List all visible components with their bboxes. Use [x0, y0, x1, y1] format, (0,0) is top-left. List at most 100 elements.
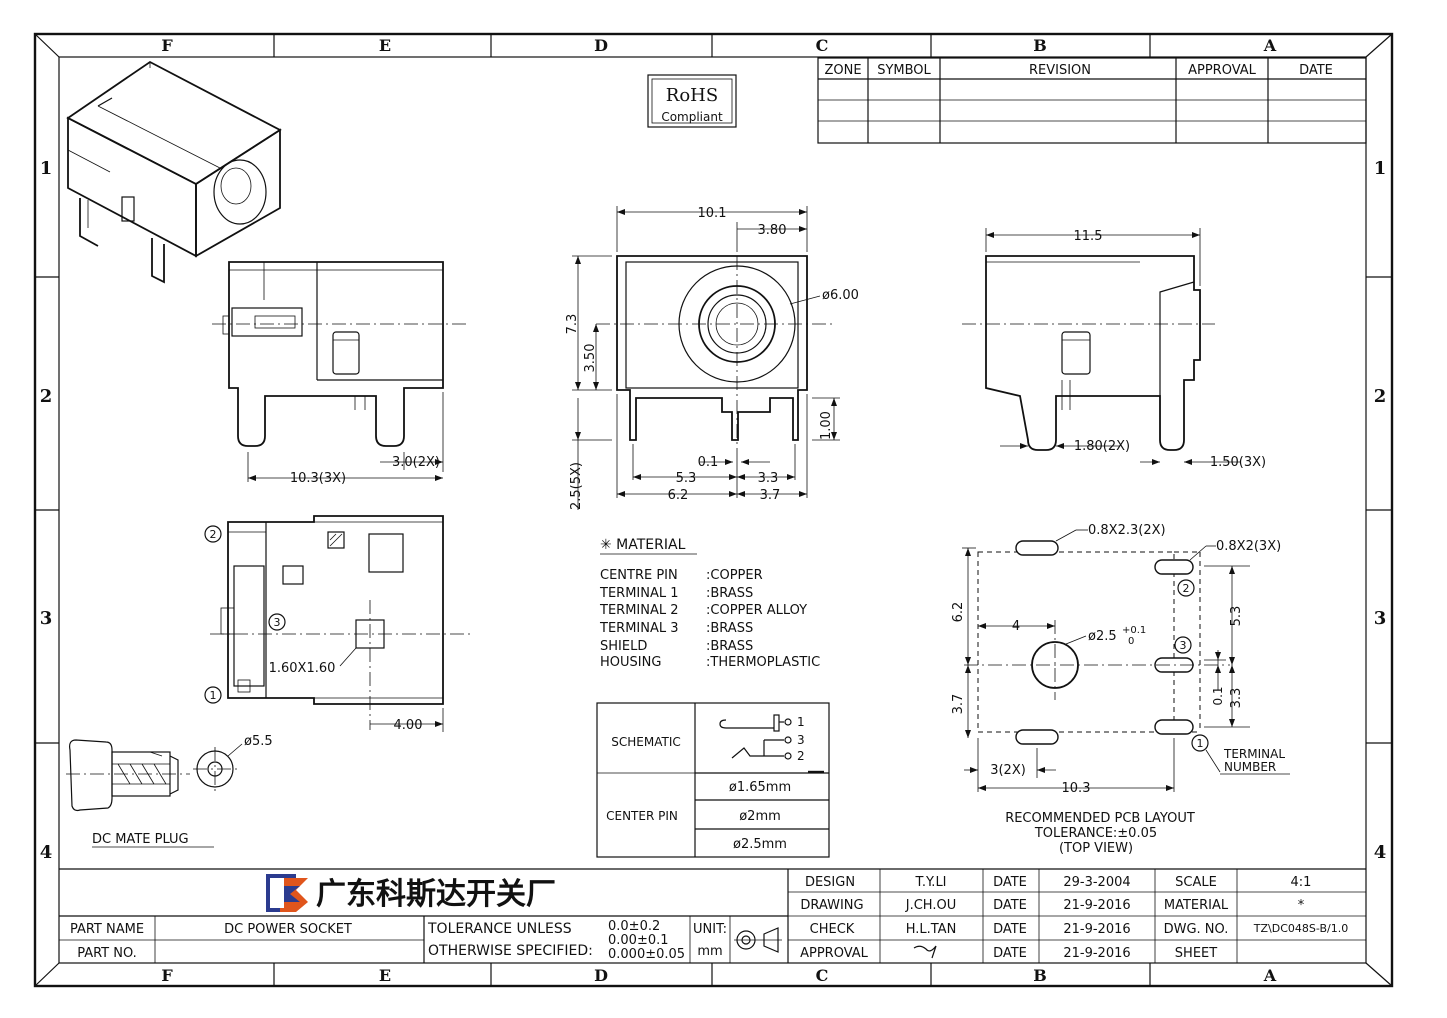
pcb-dim-hole-tol-lower: 0: [1128, 636, 1134, 647]
center-pin-option-3: ø2.5mm: [733, 837, 787, 852]
dim-1-60x1-60: 1.60X1.60: [269, 661, 336, 676]
col-label-bottom-e: E: [379, 966, 391, 985]
dim-1-80-2x: 1.80(2X): [1074, 439, 1130, 454]
title-block: 广东科斯达开关厂 PART NAME DC POWER SOCKET PART …: [59, 868, 1366, 963]
col-label-bottom-d: D: [594, 966, 608, 985]
unit-value: mm: [697, 944, 722, 959]
tolerance-value-2: 0.00±0.1: [608, 933, 669, 948]
col-label-top-c: C: [816, 36, 829, 55]
role-drawing-label: DRAWING: [800, 898, 863, 913]
mate-plug-label: DC MATE PLUG: [92, 832, 189, 847]
company-logo: [266, 874, 308, 912]
center-pin-label: CENTER PIN: [606, 809, 678, 823]
pcb-caption-line-3: (TOP VIEW): [1059, 841, 1133, 856]
role-check-name: H.L.TAN: [906, 922, 957, 937]
pcb-dim-4: 4: [1012, 619, 1020, 634]
dim-10-1: 10.1: [698, 206, 727, 221]
side-view-right: 11.5 1.80(2X) 1.50(3X): [962, 228, 1266, 470]
rev-header-revision: REVISION: [1029, 63, 1091, 78]
schematic-label: SCHEMATIC: [611, 735, 680, 749]
border-row-labels: 1 2 3 4 1 2 3 4: [40, 158, 1387, 863]
material-part-4: TERMINAL 3: [599, 621, 679, 636]
bottom-view: 2 3 1 1.60X1.60 4.00: [204, 515, 470, 733]
role-check-date: 21-9-2016: [1063, 922, 1130, 937]
row-label-right-2: 2: [1374, 386, 1387, 407]
pcb-dim-3-7: 3.7: [951, 694, 966, 715]
isometric-view: [66, 60, 282, 284]
dwg-no-value: TZ\DC048S-B/1.0: [1253, 922, 1348, 935]
material-value-4: :BRASS: [706, 621, 753, 636]
col-label-top-d: D: [594, 36, 608, 55]
row-label-left-1: 1: [40, 158, 53, 179]
revision-table: ZONE SYMBOL REVISION APPROVAL DATE: [817, 57, 1367, 144]
col-label-bottom-f: F: [161, 966, 173, 985]
company-name: 广东科斯达开关厂: [316, 877, 556, 912]
role-design-date-label: DATE: [993, 875, 1027, 890]
side-view-left: 10.3(3X) 3.0(2X): [212, 261, 470, 486]
role-design-label: DESIGN: [805, 875, 855, 890]
pcb-dim-0-1: 0.1: [1211, 686, 1225, 705]
material-part-5: SHIELD: [600, 639, 647, 654]
dim-5-3: 5.3: [676, 471, 697, 486]
sheet-border: [33, 32, 1394, 988]
dim-10-3-3x: 10.3(3X): [290, 471, 346, 486]
pcb-dim-6-2: 6.2: [951, 602, 966, 623]
row-label-right-1: 1: [1374, 158, 1387, 179]
dim-3-0-2x: 3.0(2X): [392, 455, 440, 470]
dim-1-50-3x: 1.50(3X): [1210, 455, 1266, 470]
material-value-5: :BRASS: [706, 639, 753, 654]
rohs-mark: RoHS Compliant: [647, 74, 737, 128]
dim-dia-6-00: ø6.00: [822, 288, 859, 303]
dim-0-1: 0.1: [698, 455, 719, 470]
projection-symbol-icon: [734, 927, 782, 953]
material-part-2: TERMINAL 1: [599, 586, 679, 601]
role-design-date: 29-3-2004: [1063, 875, 1130, 890]
marker-2-bottom-view: 2: [210, 528, 217, 541]
rev-header-symbol: SYMBOL: [877, 63, 931, 78]
row-label-left-2: 2: [40, 386, 53, 407]
front-view: 10.1 3.80 ø6.00 7.3 3.50 1.00 0: [565, 206, 859, 510]
rev-header-zone: ZONE: [824, 63, 861, 78]
col-label-top-e: E: [379, 36, 391, 55]
role-approval-date-label: DATE: [993, 946, 1027, 961]
pcb-dim-slot-side: 0.8X2(3X): [1216, 539, 1281, 554]
pcb-caption-line-1: RECOMMENDED PCB LAYOUT: [1005, 811, 1195, 826]
dim-6-2: 6.2: [668, 488, 689, 503]
material-value-6: :THERMOPLASTIC: [706, 655, 820, 670]
role-check-label: CHECK: [810, 922, 855, 937]
pcb-dim-hole-tol-upper: +0.1: [1122, 625, 1146, 636]
pcb-dim-5-3: 5.3: [1229, 606, 1244, 627]
role-approval-label: APPROVAL: [800, 946, 869, 961]
row-label-right-3: 3: [1374, 608, 1387, 629]
schematic-pin-3: 3: [797, 733, 805, 747]
role-drawing-name: J.CH.OU: [905, 898, 956, 913]
mate-plug-dim-5-5: ø5.5: [244, 734, 273, 749]
rev-header-approval: APPROVAL: [1188, 63, 1257, 78]
part-name-value: DC POWER SOCKET: [224, 922, 352, 937]
mate-plug: ø5.5 DC MATE PLUG: [66, 734, 273, 848]
material-value-2: :BRASS: [706, 586, 753, 601]
dim-2-5-5x: 2.5(5X): [569, 462, 584, 510]
tolerance-line-2: OTHERWISE SPECIFIED:: [428, 943, 593, 959]
pcb-marker-3: 3: [1180, 639, 1187, 652]
dim-3-80: 3.80: [758, 223, 787, 238]
schematic-table: SCHEMATIC CENTER PIN 1 3 2 ø1.65mm ø2mm …: [596, 702, 830, 858]
marker-3-bottom-view: 3: [274, 616, 281, 629]
dim-3-3: 3.3: [758, 471, 779, 486]
row-label-right-4: 4: [1374, 842, 1387, 863]
material-value: *: [1298, 898, 1305, 913]
pcb-caption-line-2: TOLERANCE:±0.05: [1034, 826, 1157, 841]
scale-label: SCALE: [1175, 875, 1217, 890]
pcb-dim-slot-top: 0.8X2.3(2X): [1088, 523, 1166, 538]
material-value-1: :COPPER: [706, 568, 763, 583]
border-column-labels: F E D C B A F E D C B A: [161, 36, 1276, 985]
unit-label: UNIT:: [693, 922, 727, 937]
material-title: ✳ MATERIAL: [600, 537, 686, 553]
role-drawing-date-label: DATE: [993, 898, 1027, 913]
dim-1-00: 1.00: [819, 411, 834, 440]
scale-value: 4:1: [1291, 875, 1312, 890]
material-list: ✳ MATERIAL CENTRE PIN :COPPER TERMINAL 1…: [599, 537, 820, 670]
rohs-subtitle: Compliant: [661, 110, 723, 124]
role-design-name: T.Y.LI: [914, 875, 946, 890]
